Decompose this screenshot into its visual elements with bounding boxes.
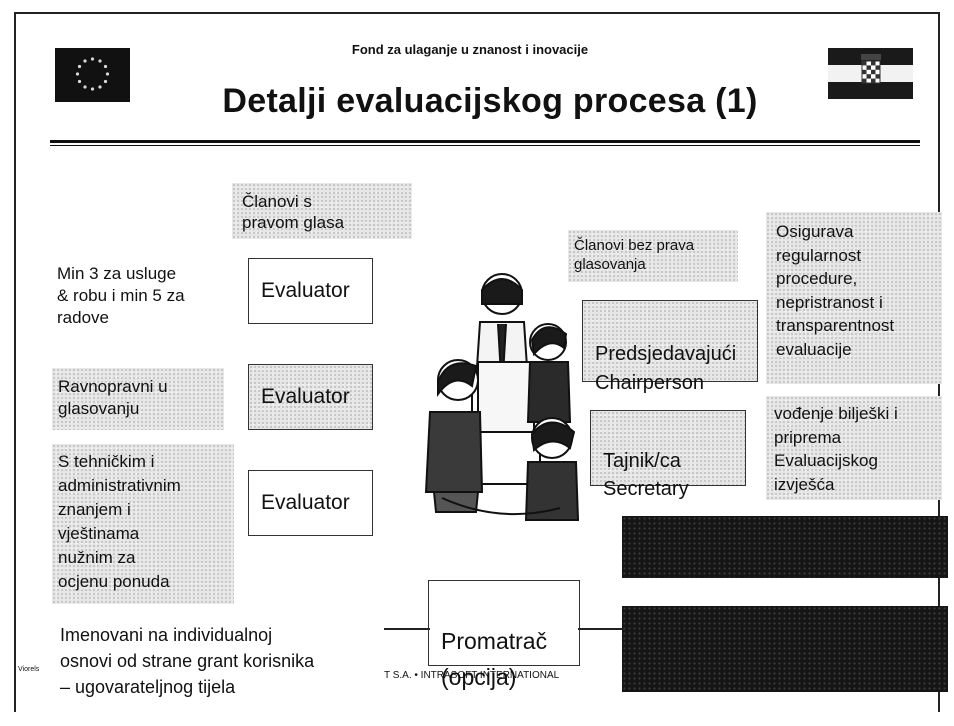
chair-responsibilities-note: Osigurava regularnost procedure, neprist… <box>766 212 942 384</box>
non-voting-members-label: Članovi bez prava glasovanja <box>568 230 738 282</box>
evaluator-label: Evaluator <box>261 279 350 302</box>
dark-panel-lower <box>622 606 948 692</box>
evaluator-box-3: Evaluator <box>248 470 373 536</box>
connector-line-right <box>578 628 624 630</box>
evaluator-box-1: Evaluator <box>248 258 373 324</box>
title-rule <box>50 140 920 143</box>
footer-company: T S.A. • INTRASOFT INTERNATIONAL <box>384 670 560 681</box>
footer-left-mark: Viorels <box>18 666 40 673</box>
slide-subtitle: Fond za ulaganje u znanost i inovacije <box>351 42 589 57</box>
observer-label: Promatrač (opcija) <box>441 628 548 690</box>
slide-title: Detalji evaluacijskog procesa (1) <box>222 82 758 120</box>
chairperson-label: Predsjedavajući Chairperson <box>595 343 737 394</box>
evaluator-label: Evaluator <box>261 385 350 408</box>
border-top <box>14 12 940 14</box>
secretary-label: Tajnik/ca Secretary <box>603 450 689 500</box>
title-rule-thin <box>50 145 920 146</box>
note-technical-knowledge: S tehničkim i administrativnim znanjem i… <box>52 444 234 604</box>
chairperson-box: Predsjedavajući Chairperson <box>582 300 758 394</box>
evaluator-box-2: Evaluator <box>248 364 373 430</box>
connector-line-left <box>384 628 430 630</box>
border-left <box>14 12 16 712</box>
committee-illustration <box>420 262 580 530</box>
secretary-box: Tajnik/ca Secretary <box>590 410 746 500</box>
croatia-flag-icon <box>828 48 913 100</box>
secretary-responsibilities-note: vođenje bilješki i priprema Evaluacijsko… <box>766 396 942 500</box>
appointment-note: Imenovani na individualnoj osnovi od str… <box>60 625 315 697</box>
evaluator-label: Evaluator <box>261 491 350 514</box>
dark-panel-upper <box>622 516 948 578</box>
note-member-count: Min 3 za usluge & robu i min 5 za radove <box>57 264 185 327</box>
eu-flag-icon <box>55 48 130 102</box>
observer-box: Promatrač (opcija) <box>428 580 580 690</box>
note-equal-voting: Ravnopravni u glasovanju <box>52 368 224 430</box>
voting-members-label: Članovi s pravom glasa <box>232 183 412 239</box>
